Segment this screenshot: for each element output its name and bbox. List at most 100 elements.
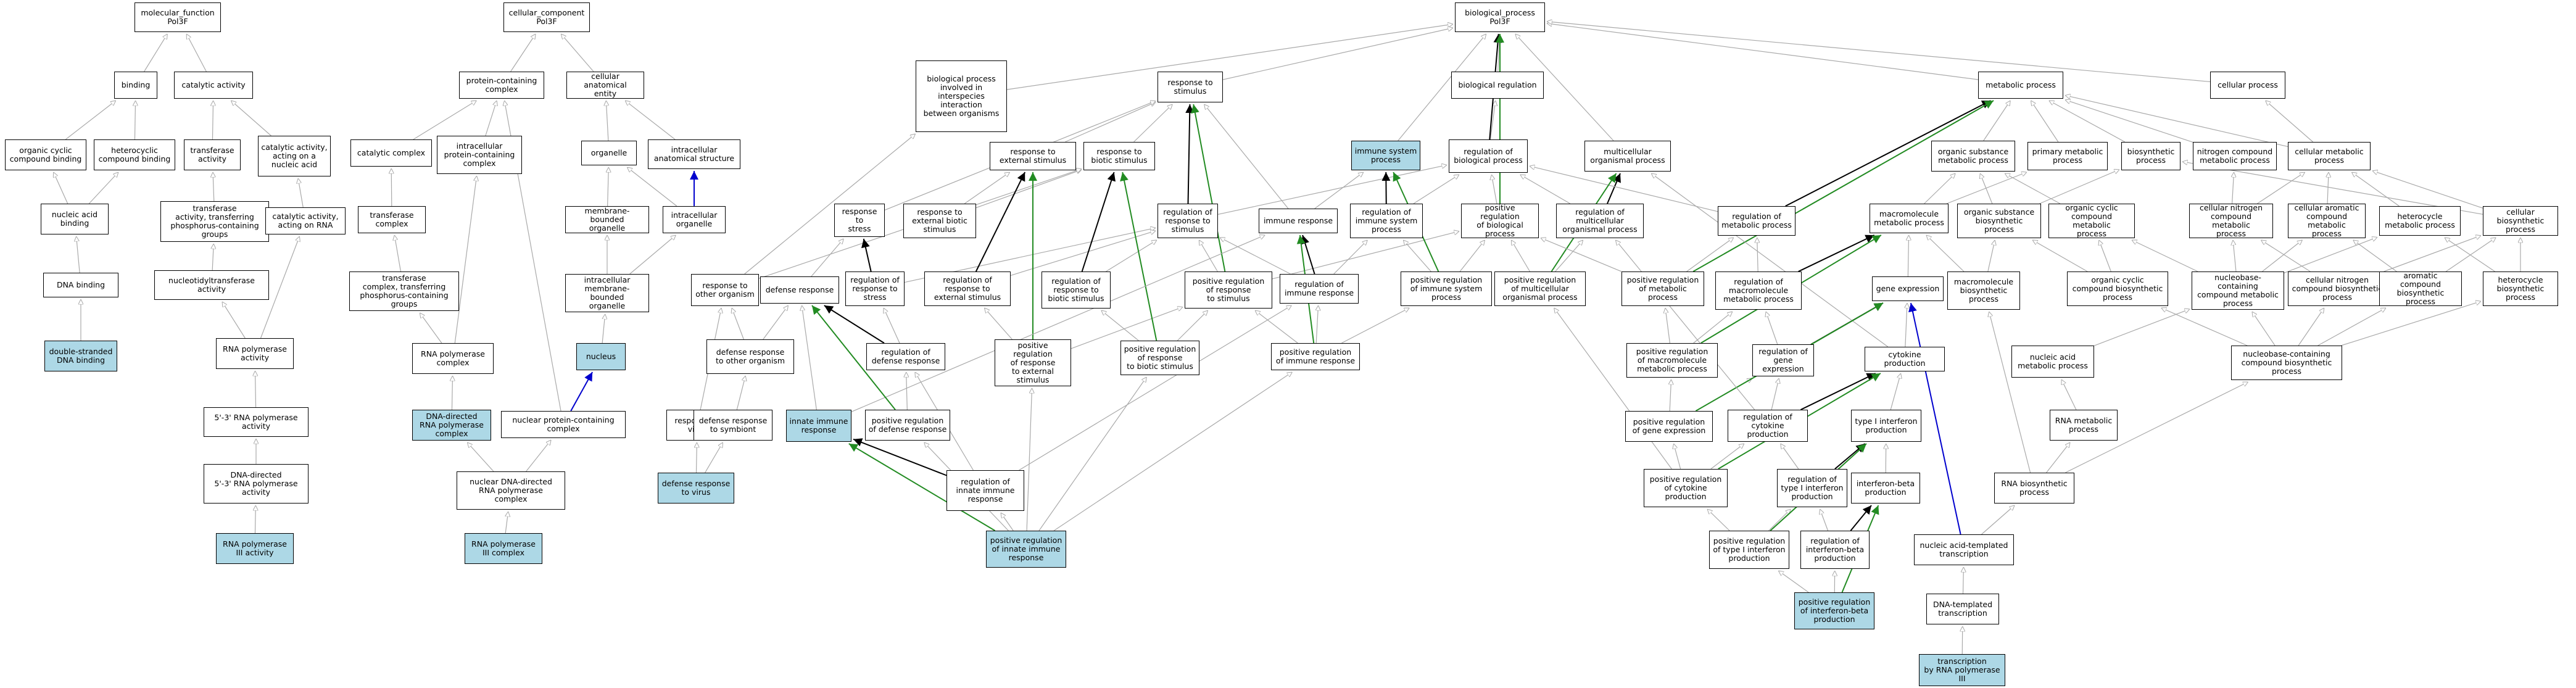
term-node-interspec[interactable]: biological process involved in interspec… xyxy=(916,60,1007,132)
term-node-cellarom[interactable]: cellular aromatic compound metabolic pro… xyxy=(2288,204,2366,238)
term-node-posregrespbio[interactable]: positive regulation of response to bioti… xyxy=(1120,341,1199,375)
term-node-cellnitrobio[interactable]: cellular nitrogen compound biosynthetic … xyxy=(2288,271,2387,306)
term-node-orgcycmet[interactable]: organic cyclic compound metabolic proces… xyxy=(2048,204,2135,238)
term-node-catrna[interactable]: catalytic activity, acting on RNA xyxy=(265,207,346,234)
term-node-respstress[interactable]: response to stress xyxy=(834,204,885,237)
term-node-defsymb[interactable]: defense response to symbiont xyxy=(694,410,772,441)
term-node-ifnb[interactable]: interferon-beta production xyxy=(1851,473,1920,504)
term-node-nucacidtemp[interactable]: nucleic acid-templated transcription xyxy=(1914,534,2014,565)
term-node-dnadir53[interactable]: DNA-directed 5'-3' RNA polymerase activi… xyxy=(204,464,309,504)
term-node-cellproc[interactable]: cellular process xyxy=(2210,72,2285,99)
term-node-rnap3act[interactable]: RNA polymerase III activity xyxy=(216,533,294,564)
term-node-immresp[interactable]: immune response xyxy=(1259,209,1338,233)
term-node-posregmulti[interactable]: positive regulation of multicellular org… xyxy=(1494,271,1586,306)
term-node-regrespbio[interactable]: regulation of response to biotic stimulu… xyxy=(1042,271,1111,309)
term-node-cellbio[interactable]: cellular biosynthetic process xyxy=(2483,206,2558,236)
term-node-posregrespstim[interactable]: positive regulation of response to stimu… xyxy=(1185,271,1272,309)
term-node-biosyn[interactable]: biosynthetic process xyxy=(2121,142,2180,170)
term-node-posregcyto[interactable]: positive regulation of cytokine producti… xyxy=(1644,469,1728,507)
term-node-posregbio[interactable]: positive regulation of biological proces… xyxy=(1461,204,1539,238)
term-node-rnamet[interactable]: RNA metabolic process xyxy=(2050,410,2118,441)
term-node-rnapcomp[interactable]: RNA polymerase complex xyxy=(412,343,494,374)
term-node-cellnitro[interactable]: cellular nitrogen compound metabolic pro… xyxy=(2189,204,2273,238)
term-node-posreginnate[interactable]: positive regulation of innate immune res… xyxy=(986,531,1066,568)
term-node-catnuc[interactable]: catalytic activity, acting on a nucleic … xyxy=(258,136,331,176)
term-node-regmulti[interactable]: regulation of multicellular organismal p… xyxy=(1556,204,1644,238)
term-node-hetbio[interactable]: heterocycle biosynthetic process xyxy=(2483,271,2558,306)
term-node-posregmet[interactable]: positive regulation of metabolic process xyxy=(1621,271,1704,306)
term-node-regmacro[interactable]: regulation of macromolecule metabolic pr… xyxy=(1715,271,1802,310)
term-node-introrg[interactable]: intracellular organelle xyxy=(663,206,726,233)
term-node-posregifnb[interactable]: positive regulation of interferon-beta p… xyxy=(1794,592,1874,629)
term-node-innate[interactable]: innate immune response xyxy=(786,410,851,442)
term-node-intrprot[interactable]: intracellular protein-containing complex xyxy=(437,136,522,174)
term-node-defvirus[interactable]: defense response to virus xyxy=(658,473,734,504)
term-node-regbio[interactable]: regulation of biological process xyxy=(1449,139,1528,173)
term-node-geneexp[interactable]: gene expression xyxy=(1872,276,1944,301)
term-node-regimmsys[interactable]: regulation of immune system process xyxy=(1350,204,1423,238)
term-node-transcomp[interactable]: transferase complex xyxy=(358,206,426,233)
term-node-binding[interactable]: binding xyxy=(114,72,157,99)
term-node-cc[interactable]: cellular_component Pol3F xyxy=(503,2,590,32)
term-node-dnatemp[interactable]: DNA-templated transcription xyxy=(1926,594,1999,624)
term-node-arombio[interactable]: aromatic compound biosynthetic process xyxy=(2379,271,2462,306)
term-node-orgcyc[interactable]: organic cyclic compound binding xyxy=(5,139,86,170)
term-node-dnadircomp[interactable]: DNA-directed RNA polymerase complex xyxy=(412,410,491,441)
term-node-posregtypeI[interactable]: positive regulation of type I interferon… xyxy=(1709,531,1789,569)
term-node-nucleus[interactable]: nucleus xyxy=(576,343,626,370)
term-node-posregimmresp[interactable]: positive regulation of immune response xyxy=(1271,343,1360,370)
term-node-defresp[interactable]: defense response xyxy=(760,276,839,304)
term-node-nucltrans[interactable]: nucleotidyltransferase activity xyxy=(154,270,269,300)
term-node-regifnb[interactable]: regulation of interferon-beta production xyxy=(1800,531,1870,569)
term-node-metproc[interactable]: metabolic process xyxy=(1978,72,2063,99)
term-node-catact[interactable]: catalytic activity xyxy=(174,72,253,99)
term-node-intrmemb[interactable]: intracellular membrane-bounded organelle xyxy=(565,274,649,312)
term-node-hetmet[interactable]: heterocycle metabolic process xyxy=(2379,206,2461,236)
term-node-cytoprod[interactable]: cytokine production xyxy=(1865,347,1945,371)
term-node-bp[interactable]: biological_process Pol3F xyxy=(1455,2,1545,32)
term-node-intranat[interactable]: intracellular anatomical structure xyxy=(648,139,740,169)
term-node-orgcycbio[interactable]: organic cyclic compound biosynthetic pro… xyxy=(2067,271,2168,306)
term-node-macrobio[interactable]: macromolecule biosynthetic process xyxy=(1947,271,2020,310)
term-node-rnap3comp[interactable]: RNA polymerase III complex xyxy=(465,533,542,564)
term-node-primet[interactable]: primary metabolic process xyxy=(2027,142,2108,170)
term-node-rnabio[interactable]: RNA biosynthetic process xyxy=(1994,473,2074,504)
term-node-mf[interactable]: molecular_function Pol3F xyxy=(135,2,221,32)
term-node-respextbio[interactable]: response to external biotic stimulus xyxy=(903,204,976,238)
term-node-transact[interactable]: transferase activity xyxy=(184,139,241,170)
term-node-respstim[interactable]: response to stimulus xyxy=(1158,72,1223,102)
term-node-nucbasebio[interactable]: nucleobase-containing compound biosynthe… xyxy=(2231,346,2342,380)
term-node-bioreg[interactable]: biological regulation xyxy=(1451,72,1544,99)
term-node-posregmacro[interactable]: positive regulation of macromolecule met… xyxy=(1626,343,1718,378)
term-node-immsys[interactable]: immune system process xyxy=(1351,141,1420,170)
term-node-nucacidmet[interactable]: nucleic acid metabolic process xyxy=(2011,346,2094,378)
term-node-regtypeI[interactable]: regulation of type I interferon producti… xyxy=(1777,469,1847,507)
term-node-regrespext[interactable]: regulation of response to external stimu… xyxy=(924,271,1011,306)
term-node-membbound[interactable]: membrane-bounded organelle xyxy=(565,206,649,233)
term-node-regcyto[interactable]: regulation of cytokine production xyxy=(1728,410,1808,442)
term-node-nucdnadir[interactable]: nuclear DNA-directed RNA polymerase comp… xyxy=(457,471,565,510)
term-node-orgsubmet[interactable]: organic substance metabolic process xyxy=(1931,141,2015,172)
term-node-orgsubbio[interactable]: organic substance biosynthetic process xyxy=(1957,204,2041,238)
term-node-regmet[interactable]: regulation of metabolic process xyxy=(1718,206,1795,236)
term-node-cellanat[interactable]: cellular anatomical entity xyxy=(566,72,644,99)
term-node-reginnate[interactable]: regulation of innate immune response xyxy=(946,470,1024,511)
term-node-respother[interactable]: response to other organism xyxy=(691,274,759,306)
term-node-posregdef[interactable]: positive regulation of defense response xyxy=(865,410,950,441)
term-node-catcomp[interactable]: catalytic complex xyxy=(350,139,432,167)
term-node-regrespstim[interactable]: regulation of response to stimulus xyxy=(1158,204,1218,238)
term-node-organelle[interactable]: organelle xyxy=(581,141,637,165)
term-node-nucbind[interactable]: nucleic acid binding xyxy=(41,204,109,234)
term-node-posreggene[interactable]: positive regulation of gene expression xyxy=(1625,411,1713,442)
term-node-multicell[interactable]: multicellular organismal process xyxy=(1584,141,1671,172)
term-node-rnapolact[interactable]: RNA polymerase activity xyxy=(216,338,294,369)
term-node-protcomp[interactable]: protein-containing complex xyxy=(459,72,544,99)
term-node-nucprot[interactable]: nuclear protein-containing complex xyxy=(501,411,626,438)
term-node-transphos[interactable]: transferase activity, transferring phosp… xyxy=(160,201,269,242)
term-node-regimmresp[interactable]: regulation of immune response xyxy=(1280,274,1359,304)
term-node-transc3[interactable]: transcription by RNA polymerase III xyxy=(1919,654,2005,686)
term-node-macromet[interactable]: macromolecule metabolic process xyxy=(1870,204,1949,233)
term-node-posregimmsys[interactable]: positive regulation of immune system pro… xyxy=(1401,271,1492,306)
term-node-posregrespext[interactable]: positive regulation of response to exter… xyxy=(995,339,1071,386)
term-node-rna53[interactable]: 5'-3' RNA polymerase activity xyxy=(204,407,309,437)
